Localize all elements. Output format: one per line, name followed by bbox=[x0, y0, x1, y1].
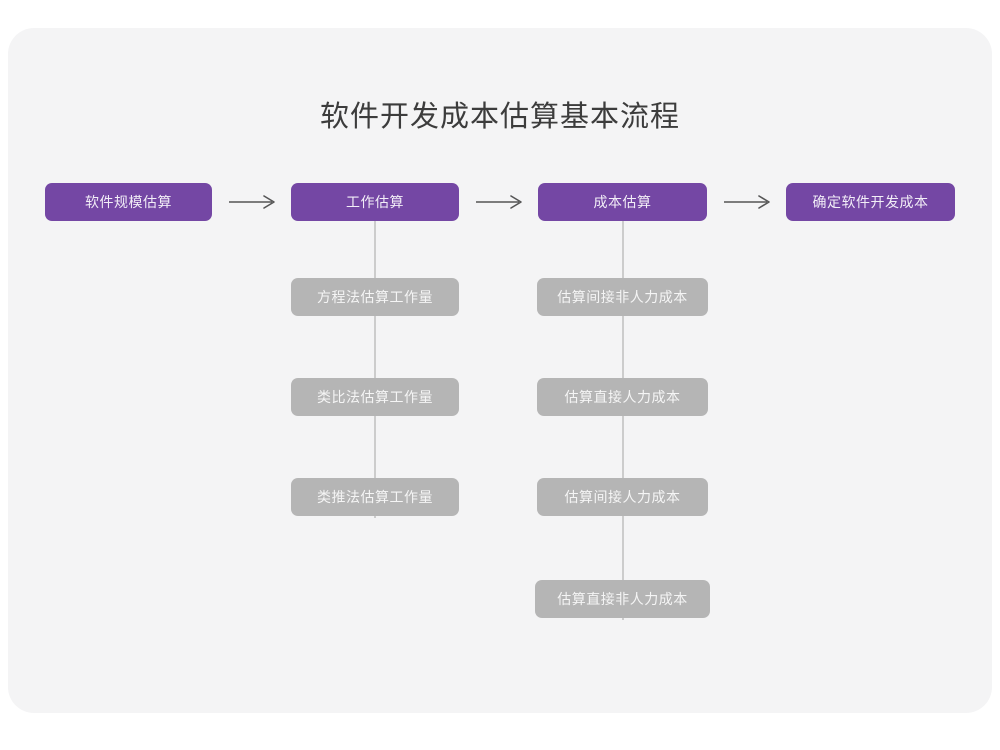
connector-line-work bbox=[374, 218, 376, 518]
branch-node-direct-labor-cost[interactable]: 估算直接人力成本 bbox=[537, 378, 708, 416]
flow-node-cost-estimation[interactable]: 成本估算 bbox=[538, 183, 707, 221]
flow-node-label: 工作估算 bbox=[346, 194, 404, 210]
flow-node-software-scale-estimation[interactable]: 软件规模估算 bbox=[45, 183, 212, 221]
arrow-1-icon bbox=[228, 190, 280, 214]
branch-node-label: 估算直接人力成本 bbox=[564, 389, 681, 405]
branch-node-label: 类推法估算工作量 bbox=[317, 489, 433, 505]
branch-node-label: 估算间接非人力成本 bbox=[557, 289, 688, 305]
branch-node-label: 类比法估算工作量 bbox=[317, 389, 433, 405]
flow-node-label: 成本估算 bbox=[593, 194, 652, 210]
branch-node-direct-non-labor-cost[interactable]: 估算直接非人力成本 bbox=[535, 580, 710, 618]
branch-node-label: 估算间接人力成本 bbox=[564, 489, 681, 505]
branch-node-analogy-method-workload[interactable]: 类比法估算工作量 bbox=[291, 378, 459, 416]
branch-node-indirect-non-labor-cost[interactable]: 估算间接非人力成本 bbox=[537, 278, 708, 316]
branch-node-label: 方程法估算工作量 bbox=[317, 289, 433, 305]
page-title: 软件开发成本估算基本流程 bbox=[319, 101, 680, 133]
arrow-3-icon bbox=[723, 190, 775, 214]
flow-node-work-estimation[interactable]: 工作估算 bbox=[291, 183, 459, 221]
arrow-2-icon bbox=[475, 190, 527, 214]
connector-line-cost bbox=[622, 218, 624, 620]
flow-node-determine-development-cost[interactable]: 确定软件开发成本 bbox=[786, 183, 955, 221]
flow-node-label: 软件规模估算 bbox=[85, 194, 172, 210]
branch-node-inference-method-workload[interactable]: 类推法估算工作量 bbox=[291, 478, 459, 516]
branch-node-equation-method-workload[interactable]: 方程法估算工作量 bbox=[291, 278, 459, 316]
flow-node-label: 确定软件开发成本 bbox=[812, 194, 929, 210]
diagram-card bbox=[8, 28, 992, 713]
branch-node-indirect-labor-cost[interactable]: 估算间接人力成本 bbox=[537, 478, 708, 516]
branch-node-label: 估算直接非人力成本 bbox=[557, 591, 688, 607]
